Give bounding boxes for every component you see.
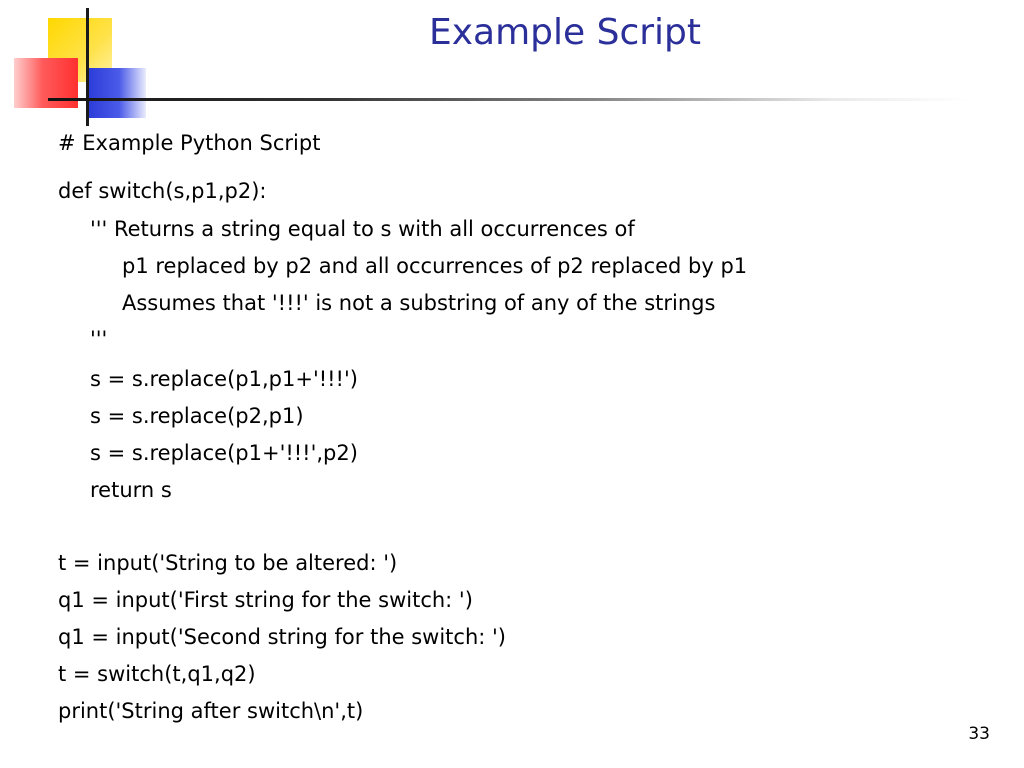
title-underline: [48, 98, 968, 101]
code-line: Assumes that '!!!' is not a substring of…: [122, 291, 716, 315]
code-line: ''' Returns a string equal to s with all…: [90, 217, 635, 241]
code-line: q1 = input('Second string for the switch…: [58, 625, 506, 649]
code-line: ''': [90, 327, 108, 351]
code-line: t = input('String to be altered: '): [58, 551, 398, 575]
code-line: s = s.replace(p1,p1+'!!!'): [90, 367, 358, 391]
slide-title: Example Script: [428, 12, 702, 53]
code-line: print('String after switch\n',t): [58, 699, 364, 723]
code-line: p1 replaced by p2 and all occurrences of…: [122, 254, 748, 278]
code-line: s = s.replace(p2,p1): [90, 404, 304, 428]
page-number: 33: [968, 724, 990, 744]
code-line: q1 = input('First string for the switch:…: [58, 588, 473, 612]
code-line: def switch(s,p1,p2):: [58, 179, 267, 203]
code-line: t = switch(t,q1,q2): [58, 662, 256, 686]
code-line: # Example Python Script: [58, 131, 321, 155]
logo-blue-square: [86, 68, 146, 118]
code-line: s = s.replace(p1+'!!!',p2): [90, 441, 358, 465]
code-line: return s: [90, 478, 172, 502]
logo-vertical-line: [86, 8, 89, 126]
